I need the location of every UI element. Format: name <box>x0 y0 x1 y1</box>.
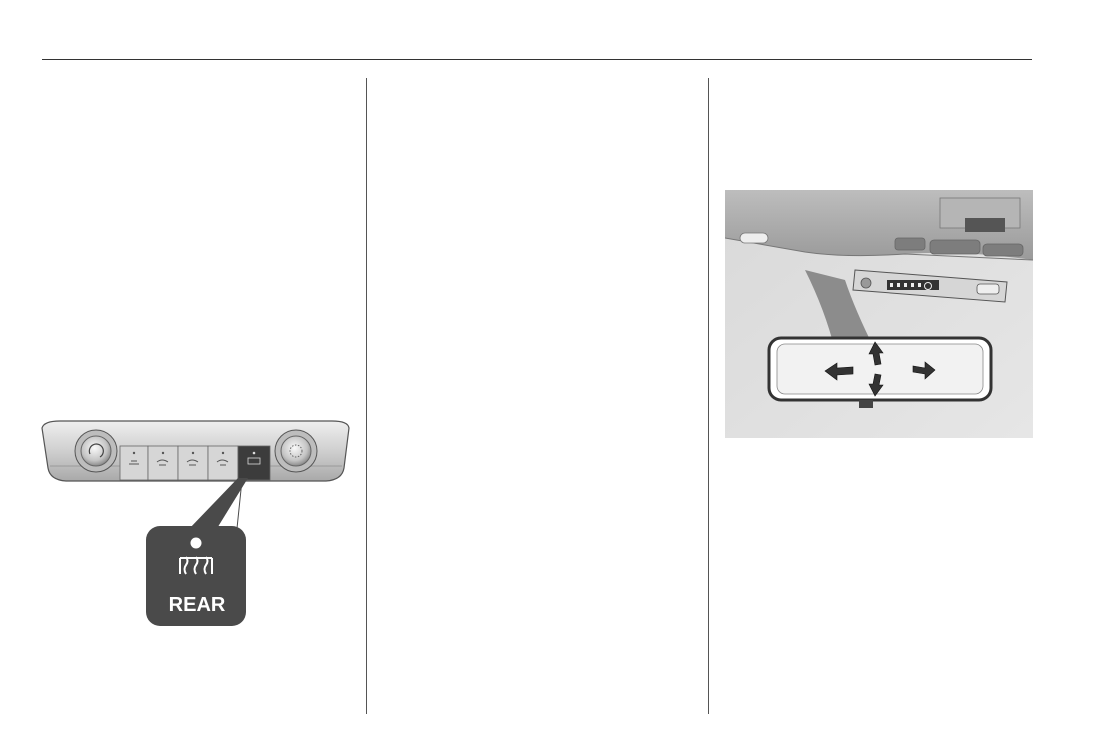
column-divider-1 <box>366 78 367 714</box>
climate-control-panel-illustration: REAR <box>41 420 350 626</box>
rear-callout-label: REAR <box>169 594 226 616</box>
column-divider-2 <box>708 78 709 714</box>
rearview-mirror-illustration <box>725 190 1033 438</box>
header-rule <box>42 59 1032 60</box>
